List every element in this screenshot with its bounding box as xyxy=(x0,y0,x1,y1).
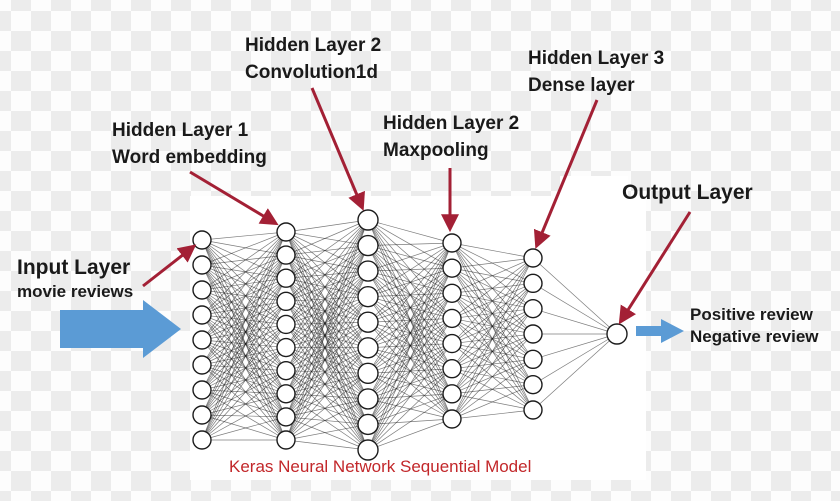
network-node xyxy=(523,400,543,420)
network-node xyxy=(523,248,543,268)
network-node xyxy=(523,298,543,319)
dense-title: Hidden Layer 3 xyxy=(528,48,665,69)
network-node xyxy=(442,333,462,354)
network-node xyxy=(192,405,212,425)
label-hidden-layer-1: Hidden Layer 1 Word embedding xyxy=(112,117,267,171)
network-node xyxy=(442,308,462,329)
network-node xyxy=(192,430,212,450)
network-node xyxy=(523,374,543,395)
maxpool-title: Hidden Layer 2 xyxy=(383,113,520,134)
network-node xyxy=(276,245,296,265)
network-node xyxy=(276,268,296,288)
network-edges xyxy=(201,219,618,451)
network-node xyxy=(523,273,543,294)
network-node xyxy=(276,384,296,404)
network-node xyxy=(276,314,296,335)
network-node xyxy=(276,407,296,427)
network-node xyxy=(192,330,212,350)
result-positive: Positive review xyxy=(690,305,813,324)
network-node xyxy=(276,430,296,450)
layer-dense xyxy=(523,248,543,420)
red-arrow-to-conv xyxy=(310,87,365,211)
layer-input xyxy=(192,230,212,450)
caption: Keras Neural Network Sequential Model xyxy=(229,457,532,476)
conv-title: Hidden Layer 2 xyxy=(245,35,382,56)
network-node xyxy=(276,337,296,358)
network-node xyxy=(442,359,462,379)
network-node xyxy=(357,362,379,385)
network-node xyxy=(357,388,379,410)
white-backdrop-side xyxy=(560,176,628,198)
network-node xyxy=(357,234,379,257)
network-node xyxy=(276,291,296,312)
network-node xyxy=(523,324,543,344)
label-hidden-layer-2-conv: Hidden Layer 2 Convolution1d xyxy=(245,32,381,86)
network-node xyxy=(357,285,379,308)
label-output-layer: Output Layer xyxy=(622,180,753,206)
network-node xyxy=(357,439,379,461)
layer-maxpooling xyxy=(442,233,462,429)
hidden1-title: Hidden Layer 1 xyxy=(112,120,249,141)
network-node xyxy=(192,380,212,400)
red-arrow-to-hidden1 xyxy=(189,170,279,226)
network-node xyxy=(192,355,212,375)
dense-subtitle: Dense layer xyxy=(528,75,635,96)
network-node xyxy=(357,337,379,359)
network-node xyxy=(276,222,296,242)
network-node xyxy=(192,305,212,325)
network-node xyxy=(442,384,462,404)
red-arrow-to-dense xyxy=(533,99,599,249)
red-annotation-arrows xyxy=(142,87,692,325)
layer-word-embedding xyxy=(276,222,296,450)
input-layer-title: Input Layer xyxy=(17,256,131,279)
blue-arrow-output-flow xyxy=(636,319,684,343)
network-node xyxy=(192,255,212,275)
network-node xyxy=(192,280,212,300)
network-node xyxy=(357,413,379,436)
network-node xyxy=(192,230,212,250)
red-arrow-to-input-layer xyxy=(142,244,197,288)
network-node xyxy=(357,209,379,231)
layer-convolution1d xyxy=(357,209,379,461)
maxpool-subtitle: Maxpooling xyxy=(383,140,489,161)
conv-subtitle: Convolution1d xyxy=(245,62,378,83)
label-hidden-layer-3-dense: Hidden Layer 3 Dense layer xyxy=(528,45,664,99)
label-result: Positive review Negative review xyxy=(690,304,819,348)
hidden1-subtitle: Word embedding xyxy=(112,147,267,168)
label-input-layer: Input Layer movie reviews xyxy=(17,254,133,303)
output-layer-title: Output Layer xyxy=(622,181,753,204)
label-hidden-layer-2-maxpool: Hidden Layer 2 Maxpooling xyxy=(383,110,519,164)
red-arrow-to-output xyxy=(618,211,692,325)
network-node xyxy=(357,311,379,333)
layer-output xyxy=(606,323,628,345)
network-node xyxy=(442,283,462,303)
network-node xyxy=(442,233,462,253)
network-node xyxy=(442,258,462,278)
network-node xyxy=(357,260,379,282)
blue-arrow-input-flow xyxy=(60,300,181,358)
network-node xyxy=(276,360,296,381)
network-node xyxy=(523,349,543,370)
input-layer-subtitle: movie reviews xyxy=(17,282,134,301)
network-node xyxy=(606,323,628,345)
result-negative: Negative review xyxy=(690,327,819,346)
network-node xyxy=(442,409,462,429)
